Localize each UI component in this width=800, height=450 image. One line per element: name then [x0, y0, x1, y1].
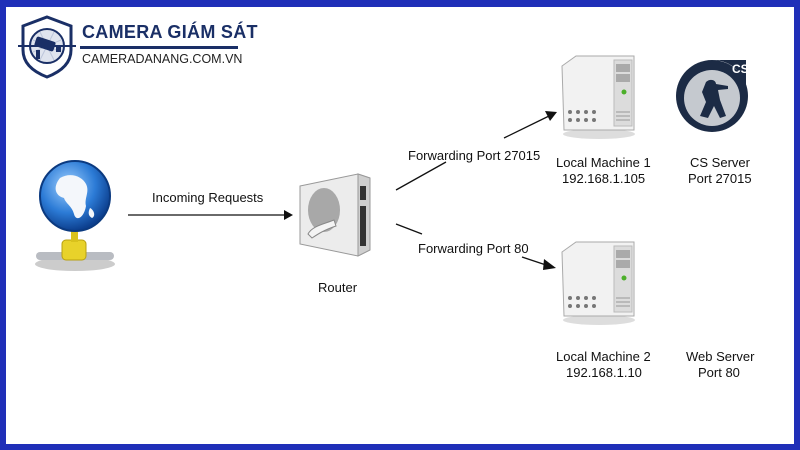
- counter-strike-icon: CS: [676, 60, 749, 132]
- shield-camera-logo-icon: [18, 15, 76, 79]
- incoming-requests-label: Incoming Requests: [152, 190, 264, 205]
- incoming-requests-arrow: [128, 210, 293, 220]
- brand-subtitle: CAMERADANANG.COM.VN: [82, 52, 243, 66]
- cs-server-name: CS Server: [690, 155, 750, 170]
- forwarding-27015-label: Forwarding Port 27015: [408, 148, 541, 163]
- forwarding-80-label: Forwarding Port 80: [418, 241, 529, 256]
- router-icon: [299, 173, 371, 257]
- machine-2-name: Local Machine 2: [556, 349, 651, 364]
- brand-title: CAMERA GIÁM SÁT: [82, 22, 258, 42]
- forward-arrow-1: [395, 111, 557, 191]
- forward-arrow-2: [395, 223, 556, 270]
- server-icon-2: [561, 241, 635, 325]
- server-icon-1: [561, 55, 635, 139]
- globe-network-icon: [35, 160, 115, 271]
- web-server-name: Web Server: [686, 349, 755, 364]
- brand-divider: [80, 46, 238, 49]
- machine-2-ip: 192.168.1.10: [566, 365, 642, 380]
- web-server-port: Port 80: [698, 365, 740, 380]
- svg-text:CS: CS: [732, 62, 749, 76]
- cs-server-port: Port 27015: [688, 171, 752, 186]
- router-label: Router: [318, 280, 358, 295]
- machine-1-ip: 192.168.1.105: [562, 171, 646, 186]
- machine-1-name: Local Machine 1: [556, 155, 651, 170]
